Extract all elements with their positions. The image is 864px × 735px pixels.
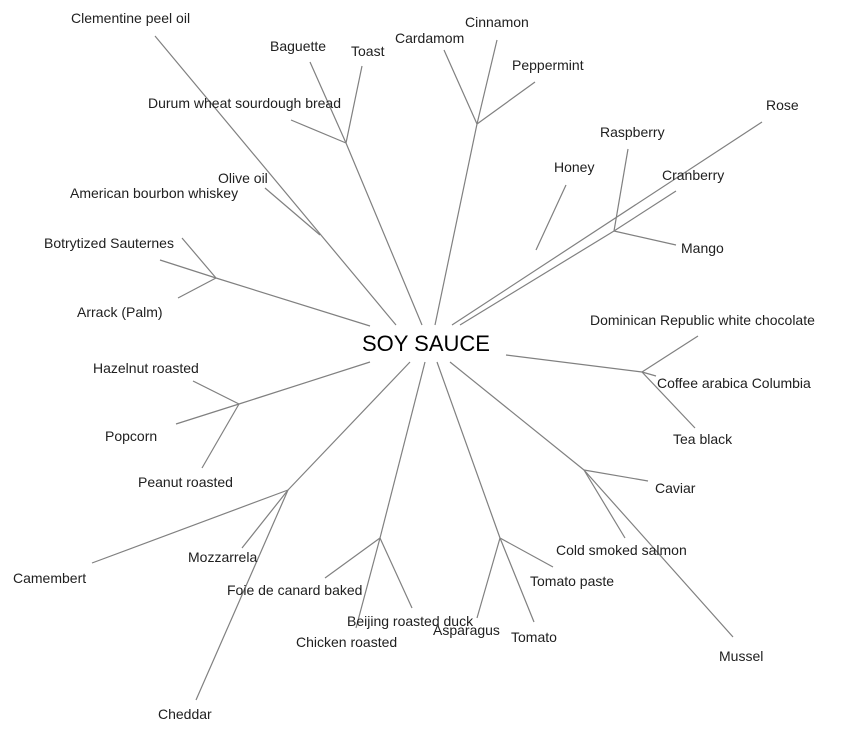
edge [476, 537, 501, 619]
edge [583, 469, 734, 638]
leaf-label-cardamom: Cardamom [395, 30, 464, 46]
leaf-label-peppermint: Peppermint [512, 57, 584, 73]
leaf-label-mussel: Mussel [719, 648, 763, 664]
edge [159, 259, 217, 279]
edge [195, 489, 289, 701]
edge [583, 469, 626, 539]
leaf-label-bourbon: American bourbon whiskey [70, 185, 238, 201]
edge [175, 403, 240, 425]
edge [309, 61, 347, 144]
edge [154, 35, 397, 326]
leaf-label-cranberry: Cranberry [662, 167, 724, 183]
edge [499, 537, 535, 623]
edge [192, 380, 240, 405]
edge [641, 371, 696, 429]
leaf-label-dominican-chocolate: Dominican Republic white chocolate [590, 312, 815, 328]
edge [613, 190, 677, 232]
edge [583, 469, 649, 482]
edge [641, 335, 699, 373]
edge [215, 277, 371, 327]
leaf-label-baguette: Baguette [270, 38, 326, 54]
leaf-label-peanut: Peanut roasted [138, 474, 233, 490]
edge [181, 237, 217, 279]
edge [535, 184, 567, 251]
leaf-label-hazelnut: Hazelnut roasted [93, 360, 199, 376]
leaf-label-camembert: Camembert [13, 570, 86, 586]
edge [345, 65, 363, 144]
edge [264, 187, 321, 236]
edge [287, 361, 411, 491]
leaf-label-foie: Foie de canard baked [227, 582, 362, 598]
edge [379, 537, 413, 609]
edge [451, 121, 763, 326]
edge [201, 403, 240, 469]
leaf-label-tomato: Tomato [511, 629, 557, 645]
edge [355, 537, 381, 629]
leaf-labels: Clementine peel oil Baguette Toast Carda… [13, 10, 815, 722]
edge [379, 361, 426, 539]
leaf-label-arrack: Arrack (Palm) [77, 304, 163, 320]
edge [241, 489, 289, 549]
leaf-label-toast: Toast [351, 43, 385, 59]
leaf-label-durum-bread: Durum wheat sourdough bread [148, 95, 341, 111]
edge [449, 361, 585, 471]
leaf-label-olive-oil: Olive oil [218, 170, 268, 186]
leaf-label-tea-black: Tea black [673, 431, 733, 447]
edge [91, 489, 289, 564]
leaf-label-raspberry: Raspberry [600, 124, 665, 140]
edge [613, 148, 629, 232]
leaf-label-popcorn: Popcorn [105, 428, 157, 444]
leaf-label-asparagus: Asparagus [433, 622, 500, 638]
edge [238, 361, 371, 405]
leaf-label-chicken: Chicken roasted [296, 634, 397, 650]
edge [613, 230, 677, 246]
edge [641, 371, 657, 377]
edge [436, 361, 501, 539]
leaf-label-sauternes: Botrytized Sauternes [44, 235, 174, 251]
edge [345, 142, 423, 326]
leaf-label-honey: Honey [554, 159, 594, 175]
leaf-label-coffee: Coffee arabica Columbia [657, 375, 811, 391]
leaf-label-cinnamon: Cinnamon [465, 14, 529, 30]
leaf-label-caviar: Caviar [655, 480, 696, 496]
leaf-label-mozzarella: Mozzarrela [188, 549, 257, 565]
leaf-label-clementine-peel-oil: Clementine peel oil [71, 10, 190, 26]
leaf-label-mango: Mango [681, 240, 724, 256]
edge [459, 230, 615, 326]
edge [290, 119, 347, 144]
edge [476, 39, 498, 125]
edge [499, 537, 554, 568]
edge [434, 123, 478, 326]
edge [324, 537, 381, 579]
leaf-label-rose: Rose [766, 97, 799, 113]
edge [177, 277, 217, 299]
leaf-label-smoked-salmon: Cold smoked salmon [556, 542, 687, 558]
leaf-label-cheddar: Cheddar [158, 706, 212, 722]
center-label: SOY SAUCE [362, 331, 490, 356]
edge [476, 81, 536, 125]
edge [505, 354, 643, 373]
leaf-label-tomato-paste: Tomato paste [530, 573, 614, 589]
edge [443, 49, 478, 125]
tree-edges [91, 35, 763, 701]
leaf-label-beijing-duck: Beijing roasted duck [347, 613, 474, 629]
